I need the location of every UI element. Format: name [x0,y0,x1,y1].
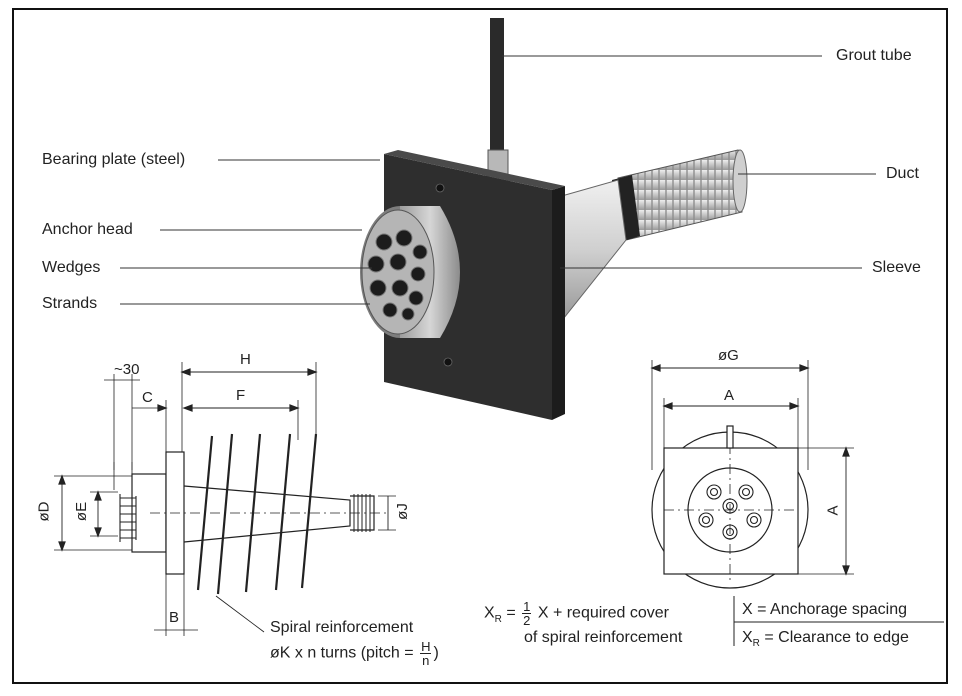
spiral-turns-text: øK x n turns (pitch = [270,644,419,662]
spiral-reinforcement [196,433,318,595]
label-strands: Strands [42,295,98,312]
grout-tube [490,18,504,158]
formula-x-sub: R [494,613,502,625]
dim-h: H [240,351,251,368]
side-view-drawing [54,362,396,636]
formula-rest: X + required cover [533,604,669,622]
dim-c: C [142,389,153,406]
diagram-frame [12,8,948,684]
front-strand-holes [698,484,762,540]
dim-b: B [169,609,180,626]
anchor-illustration [360,18,748,420]
legend-xr-symbol: X [742,629,753,646]
bearing-plate-edge [552,186,565,420]
label-anchor-head: Anchor head [42,221,133,238]
plate-hole-bottom [443,357,453,367]
legend-xr-text: = Clearance to edge [759,629,909,646]
formula-half-den: 2 [523,613,531,628]
dim-d: øD [35,501,53,522]
legend-xr-sub: R [752,638,760,650]
label-duct: Duct [886,165,919,182]
side-wedges [119,494,137,542]
front-bearing-plate [663,447,799,575]
front-view-drawing [650,360,854,589]
side-anchor-head [131,473,167,553]
dim-j: øJ [393,503,411,520]
label-bearing-plate: Bearing plate (steel) [42,151,186,168]
duct-end [732,149,748,213]
label-wedges: Wedges [42,259,101,276]
pitch-numerator: H [420,639,432,654]
spiral-label-line1: Spiral reinforcement [270,619,414,636]
side-sleeve [183,485,351,543]
formula-line2: of spiral reinforcement [524,629,683,646]
spiral-suffix: ) [433,644,439,662]
leader-lines [120,55,876,305]
label-grout-tube: Grout tube [836,47,912,64]
formula-half-num: 1 [522,599,532,614]
dim-a-top: A [724,387,735,404]
legend-x: X = Anchorage spacing [742,601,908,618]
legend-lines [733,596,944,646]
dim-a-right: A [824,505,842,516]
dim-g: øG [718,347,739,364]
formula-eq: = [501,604,521,622]
wedges [367,229,428,321]
dim-f: F [236,387,246,404]
legend-xr: XR = Clearance to edge [742,630,909,649]
dim-e: øE [73,501,91,522]
dim-approx-30: ~30 [114,361,140,378]
front-grout-stub [726,425,734,449]
pitch-denominator: n [422,653,430,668]
label-sleeve: Sleeve [872,259,921,276]
plate-hole-top [435,183,445,193]
formula-x-symbol: X [484,604,495,622]
